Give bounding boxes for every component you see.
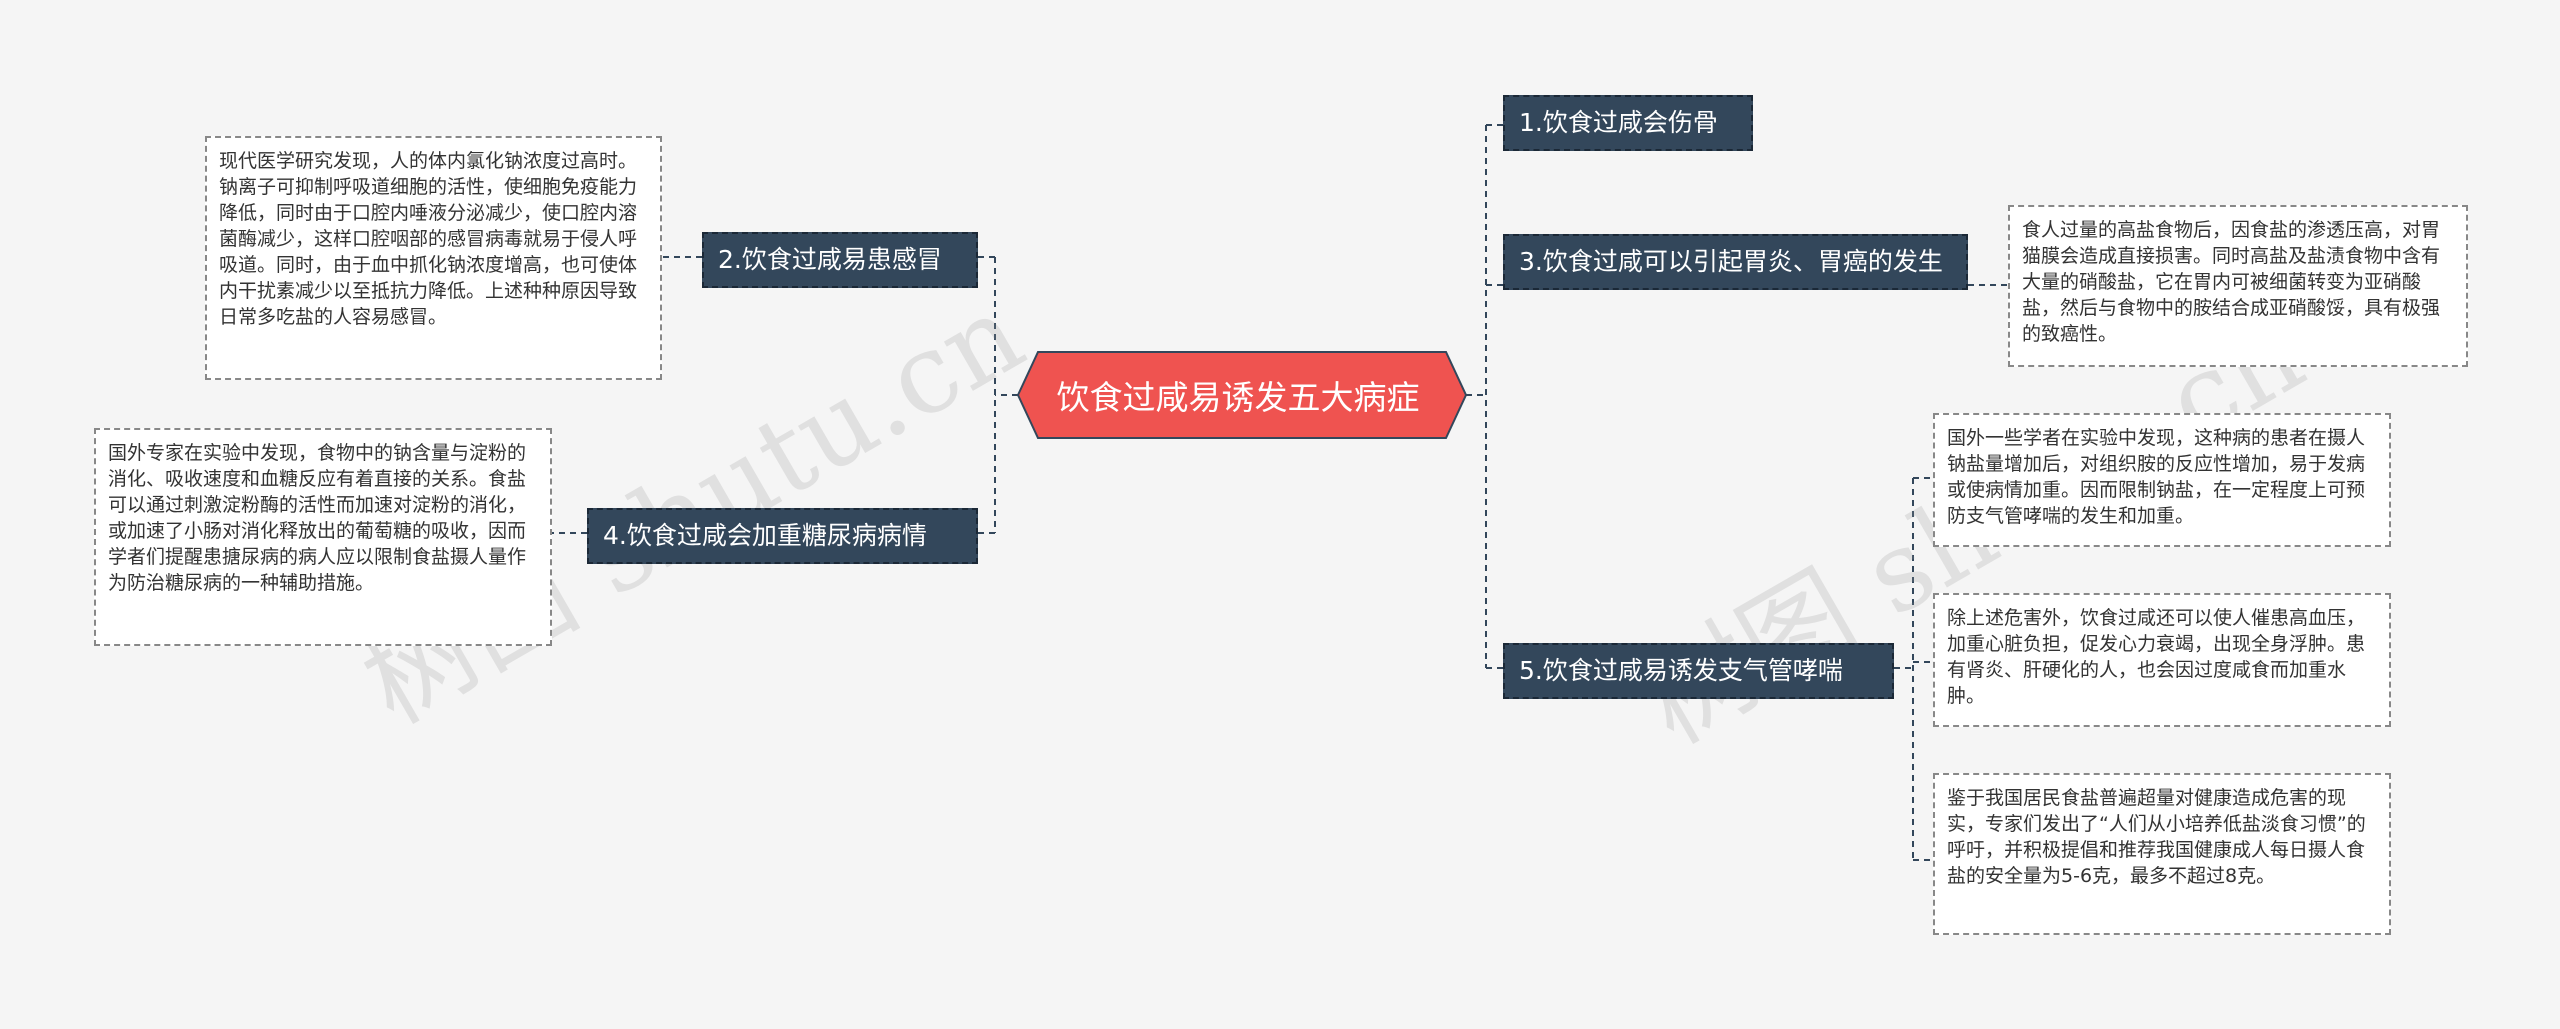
topic-bone[interactable]: 1.饮食过咸会伤骨 bbox=[1503, 95, 1753, 151]
note-cold[interactable]: 现代医学研究发现，人的体内氯化钠浓度过高时。钠离子可抑制呼吸道细胞的活性，使细胞… bbox=[205, 136, 662, 380]
note-asthma-2[interactable]: 除上述危害外，饮食过咸还可以使人催患高血压，加重心脏负担，促发心力衰竭，出现全身… bbox=[1933, 593, 2391, 727]
note-stomach[interactable]: 食人过量的高盐食物后，因食盐的渗透压高，对胃猫膜会造成直接损害。同时高盐及盐渍食… bbox=[2008, 205, 2468, 367]
note-asthma-3[interactable]: 鉴于我国居民食盐普遍超量对健康造成危害的现实，专家们发出了“人们从小培养低盐淡食… bbox=[1933, 773, 2391, 935]
topic-diabetes[interactable]: 4.饮食过咸会加重糖尿病病情 bbox=[587, 508, 978, 564]
note-asthma-1[interactable]: 国外一些学者在实验中发现，这种病的患者在摄人钠盐量增加后，对组织胺的反应性增加，… bbox=[1933, 413, 2391, 547]
topic-cold[interactable]: 2.饮食过咸易患感冒 bbox=[702, 232, 978, 288]
center-node-shape bbox=[1016, 351, 1468, 439]
center-topic[interactable]: 饮食过咸易诱发五大病症 bbox=[1056, 378, 1420, 417]
note-diabetes[interactable]: 国外专家在实验中发现，食物中的钠含量与淀粉的消化、吸收速度和血糖反应有着直接的关… bbox=[94, 428, 552, 646]
topic-asthma[interactable]: 5.饮食过咸易诱发支气管哮喘 bbox=[1503, 643, 1894, 699]
topic-stomach[interactable]: 3.饮食过咸可以引起胃炎、胃癌的发生 bbox=[1503, 234, 1968, 290]
